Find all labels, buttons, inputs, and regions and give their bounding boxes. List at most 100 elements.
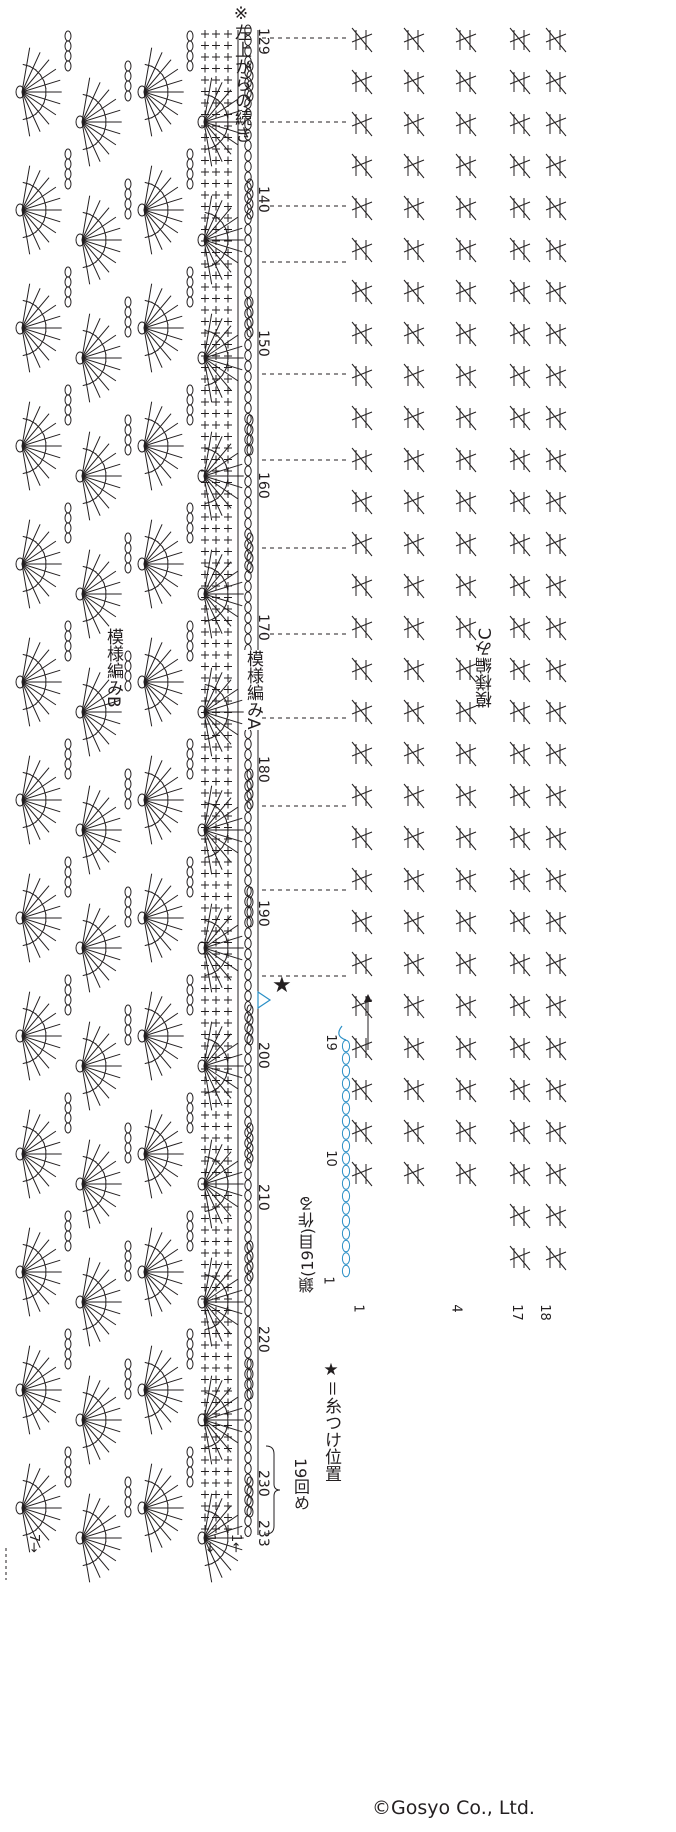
tall-stitch xyxy=(404,664,424,672)
tall-stitch xyxy=(352,160,372,168)
fan-stitch-bar xyxy=(211,1560,218,1564)
fan-stitch xyxy=(22,564,60,576)
tall-stitch xyxy=(546,406,566,430)
tall-stitch xyxy=(352,790,372,798)
fan-stitch xyxy=(22,92,30,136)
fan-stitch xyxy=(144,434,182,446)
chain-stitch xyxy=(65,159,71,169)
tall-stitch xyxy=(510,664,530,672)
chain-stitch xyxy=(65,877,71,887)
chain-stitch xyxy=(65,297,71,307)
tall-stitch xyxy=(456,370,476,378)
chain-stitch xyxy=(125,681,131,691)
fan-stitch xyxy=(144,80,182,92)
tall-stitch xyxy=(456,1078,476,1102)
fan-stitch xyxy=(82,1302,109,1334)
fan-stitch-bar xyxy=(151,822,158,826)
chain-stitch xyxy=(187,31,193,41)
tall-stitch xyxy=(546,658,566,682)
fan-stitch xyxy=(82,948,120,960)
fan-stitch-bar xyxy=(89,1512,96,1516)
tall-stitch xyxy=(510,748,530,756)
fan-stitch xyxy=(144,60,171,92)
tall-stitch xyxy=(546,868,566,892)
fan-stitch-bar xyxy=(211,616,218,620)
fan-stitch xyxy=(204,1302,242,1314)
fan-stitch xyxy=(22,48,30,92)
chain-stitch xyxy=(65,41,71,51)
stitch-count-233: 233 xyxy=(256,1520,270,1547)
chain-stitch xyxy=(125,189,131,199)
fan-stitch xyxy=(22,886,49,918)
fan-stitch-bar xyxy=(151,1176,158,1180)
foundation-chain xyxy=(245,1432,251,1442)
fan-stitch-bar xyxy=(162,75,166,82)
fan-stitch-bar xyxy=(40,1491,44,1498)
fan-stitch-bar xyxy=(89,96,96,100)
fan-stitch xyxy=(82,240,90,284)
foundation-chain xyxy=(245,1327,251,1337)
fan-stitch xyxy=(22,178,49,210)
fan-stitch xyxy=(144,800,182,812)
chain-stitch xyxy=(187,877,193,887)
tall-stitch xyxy=(456,454,476,462)
chain-stitch xyxy=(187,641,193,651)
chain-stitch xyxy=(187,985,193,995)
chain-stitch xyxy=(65,1457,71,1467)
fan-stitch xyxy=(82,668,90,712)
fan-stitch-bar xyxy=(100,1049,104,1056)
fan-stitch xyxy=(22,328,30,372)
tall-stitch xyxy=(546,412,566,420)
fan-stitch-bar xyxy=(29,1010,36,1014)
start-chain-stitch xyxy=(342,1103,349,1115)
chain-stitch xyxy=(65,31,71,41)
tall-stitch xyxy=(352,580,372,588)
tall-stitch xyxy=(404,286,424,294)
stitch-count-230: 230 xyxy=(256,1470,270,1497)
foundation-chain xyxy=(245,1233,251,1243)
fan-stitch xyxy=(204,1066,231,1098)
fan-stitch xyxy=(204,208,231,240)
foundation-chain xyxy=(245,613,251,623)
start-chain-stitch xyxy=(342,1215,349,1227)
fan-stitch xyxy=(144,788,182,800)
tall-stitch xyxy=(510,406,530,430)
fan-stitch xyxy=(82,78,90,122)
fan-stitch-bar xyxy=(162,574,166,581)
chain-stitch xyxy=(65,769,71,779)
chain-stitch xyxy=(187,1447,193,1457)
tall-stitch xyxy=(546,370,566,378)
fan-stitch xyxy=(22,682,60,694)
fan-stitch xyxy=(82,1034,109,1066)
tall-stitch xyxy=(352,832,372,840)
tall-stitch xyxy=(456,1162,476,1186)
tall-stitch xyxy=(352,1162,372,1186)
fan-stitch xyxy=(82,476,90,520)
tall-stitch xyxy=(456,574,476,598)
foundation-chain xyxy=(245,823,251,833)
fan-stitch-bar xyxy=(89,1088,96,1092)
fan-stitch-bar xyxy=(100,1285,104,1292)
fan-stitch-bar xyxy=(89,332,96,336)
tall-stitch xyxy=(404,196,424,220)
tall-stitch xyxy=(456,160,476,168)
chain-stitch xyxy=(187,1231,193,1241)
tall-stitch xyxy=(404,454,424,462)
tall-stitch xyxy=(352,538,372,546)
fan-stitch-bar xyxy=(29,1246,36,1250)
tall-stitch xyxy=(456,622,476,630)
fan-stitch xyxy=(22,564,49,596)
fan-stitch-bar xyxy=(89,686,96,690)
fan-stitch xyxy=(144,1358,171,1390)
chain-stitch xyxy=(187,395,193,405)
chain-stitch xyxy=(125,1153,131,1163)
chain-stitch xyxy=(125,445,131,455)
fan-stitch-bar xyxy=(222,132,226,139)
fan-stitch-bar xyxy=(151,704,158,708)
chain-stitch xyxy=(65,621,71,631)
tall-stitch xyxy=(352,826,372,850)
chain-stitch xyxy=(187,405,193,415)
chain-stitch xyxy=(65,739,71,749)
foundation-chain xyxy=(245,330,251,340)
fan-stitch-bar xyxy=(211,1088,218,1092)
